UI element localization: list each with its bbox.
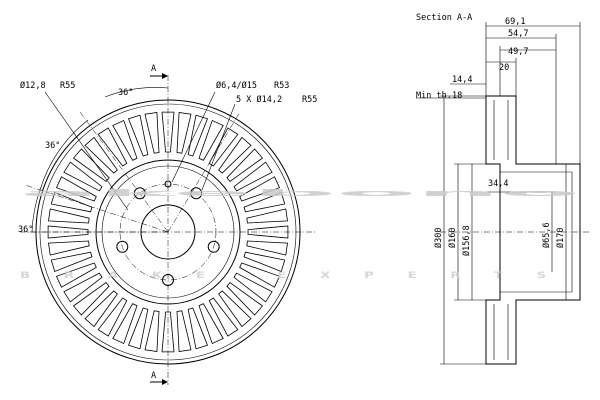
watermark-brand: akebono (20, 189, 582, 199)
dim-inner-height: 49,7 (508, 47, 528, 57)
watermark-tagline: BRAKE EXPERTS (20, 271, 580, 281)
vane (198, 119, 224, 161)
vane (246, 240, 288, 256)
vane (233, 161, 273, 192)
vane (144, 112, 160, 154)
vane (144, 310, 160, 352)
dim-friction-inner: Ø160 (447, 228, 458, 248)
centerline-diag-1 (79, 111, 169, 233)
vane (55, 262, 97, 288)
dim-offset: 14,4 (452, 75, 472, 85)
angle-arc-left (39, 119, 89, 191)
vane (218, 136, 252, 174)
vane (112, 303, 138, 345)
vane (84, 290, 118, 328)
dim-bolt-small-radius: R53 (274, 81, 289, 91)
bolt-hole (190, 187, 203, 200)
dim-hat-diameter: Ø170 (555, 228, 566, 248)
vane (55, 176, 97, 202)
vane (50, 251, 93, 273)
angle-arc-left-2 (31, 189, 41, 233)
section-outline (485, 95, 581, 365)
vane (187, 307, 209, 350)
vane (218, 290, 252, 328)
vane (226, 148, 264, 182)
vane (48, 240, 90, 256)
dim-outer-diameter: Ø300 (433, 228, 444, 248)
dim-disc-thickness: 20 (499, 63, 509, 73)
vane (243, 191, 286, 213)
dim-min-thickness-label: Min th. (416, 91, 452, 101)
vane (63, 272, 103, 303)
dim-bolt-pattern: 5 X Ø14,2 (236, 94, 282, 105)
dim-center-hole: Ø65,6 (541, 222, 552, 248)
vane (187, 114, 209, 157)
vane (112, 119, 138, 161)
dim-total-height: 69,1 (505, 17, 525, 27)
vane (127, 307, 149, 350)
dim-bolt-small: Ø6,4/Ø15 (216, 80, 257, 91)
vane (208, 297, 239, 337)
leader-bolt-pattern (201, 103, 236, 191)
vane (176, 310, 192, 352)
vane (226, 282, 264, 316)
leader-center-bore (44, 91, 129, 211)
vane (97, 127, 128, 167)
dim-hat-outer: Ø156,8 (461, 225, 472, 256)
vane (198, 303, 224, 345)
dim-angle-top: 36° (118, 88, 133, 98)
brand-watermark: akebono BRAKE EXPERTS (20, 189, 582, 281)
vane (243, 251, 286, 273)
dim-center-bore: Ø12,8 (20, 80, 46, 91)
section-title: Section A-A (416, 13, 472, 23)
vane (161, 311, 175, 353)
vane (84, 136, 118, 174)
vane (63, 161, 103, 192)
vane (239, 176, 281, 202)
vane (176, 112, 192, 154)
bolt-holes (116, 180, 220, 286)
section-marker-bottom: A (151, 371, 156, 381)
vane (47, 225, 89, 239)
vane (246, 208, 288, 224)
vane (72, 148, 110, 182)
bolt-hole (207, 240, 220, 253)
vane (97, 297, 128, 337)
leader-bolt-small (171, 91, 216, 183)
dim-angle-left-upper: 36° (45, 141, 60, 151)
section-marker-top: A (151, 64, 156, 74)
vane (233, 272, 273, 303)
dim-hat-height: 54,7 (508, 29, 528, 39)
centerline-diag-2 (24, 184, 169, 233)
dim-angle-left-lower: 36° (18, 225, 33, 235)
dim-hat-depth: 34,4 (488, 179, 508, 189)
bolt-hole (116, 240, 129, 253)
section-view: Section A-A 69,1 54,7 49,7 20 14,4 Min t… (416, 13, 590, 365)
vane (161, 111, 175, 153)
vane (247, 225, 289, 239)
vane (72, 282, 110, 316)
ventilation-vanes (47, 111, 289, 353)
vane (239, 262, 281, 288)
vane (127, 114, 149, 157)
dim-bolt-pattern-radius: R55 (302, 95, 317, 105)
section-arrowhead-bottom (162, 379, 168, 385)
vane (50, 191, 93, 213)
section-arrowhead-top (162, 73, 168, 79)
dim-center-radius: R55 (60, 81, 75, 91)
vane (48, 208, 90, 224)
bolt-hole (133, 187, 146, 200)
angle-arc-top (104, 87, 169, 98)
front-view: A A Ø12,8 R55 36° 36° 36° Ø6,4/Ø15 R53 5… (18, 64, 317, 385)
centerline-diag-4 (167, 111, 241, 233)
